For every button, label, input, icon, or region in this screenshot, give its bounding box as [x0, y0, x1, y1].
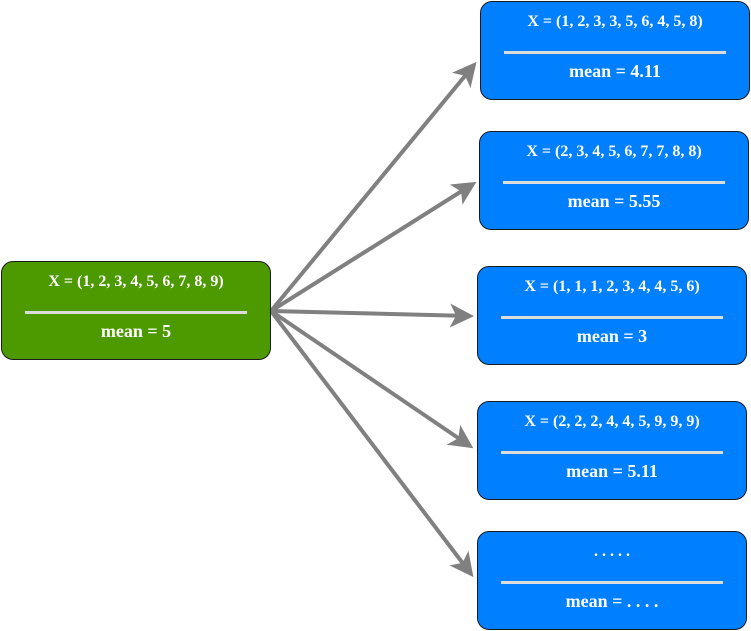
arrow-4 — [269, 309, 474, 449]
sample-title: X = (2, 2, 2, 4, 4, 5, 9, 9, 9) — [524, 413, 700, 430]
arrow-3 — [270, 303, 474, 328]
divider — [501, 316, 723, 319]
sample-mean: mean = 3 — [576, 326, 648, 346]
divider — [501, 451, 723, 454]
divider — [25, 311, 247, 314]
arrow-1 — [269, 61, 477, 313]
sample-mean: mean = . . . . — [565, 591, 659, 611]
sample-mean: mean = 5.55 — [567, 191, 661, 211]
sample-title: X = (1, 1, 1, 2, 3, 4, 4, 5, 6) — [524, 278, 700, 295]
sample-title: X = (2, 3, 4, 5, 6, 7, 7, 8, 8) — [526, 143, 702, 160]
sample-title: . . . . . — [594, 543, 630, 560]
arrow-5 — [269, 309, 474, 578]
arrow-2 — [269, 181, 477, 313]
divider — [503, 181, 725, 184]
sample-node: X = (2, 3, 4, 5, 6, 7, 7, 8, 8) mean = 5… — [479, 131, 749, 230]
sample-title: X = (1, 2, 3, 3, 5, 6, 4, 5, 8) — [527, 13, 703, 30]
source-mean: mean = 5 — [100, 321, 172, 341]
sample-node: X = (1, 1, 1, 2, 3, 4, 4, 5, 6) mean = 3 — [477, 266, 747, 365]
source-title: X = (1, 2, 3, 4, 5, 6, 7, 8, 9) — [48, 273, 224, 290]
sample-mean: mean = 4.11 — [569, 61, 661, 81]
divider — [504, 51, 726, 54]
sample-node: X = (1, 2, 3, 3, 5, 6, 4, 5, 8) mean = 4… — [480, 1, 750, 100]
sample-mean: mean = 5.11 — [566, 461, 658, 481]
divider — [501, 581, 723, 584]
source-node: X = (1, 2, 3, 4, 5, 6, 7, 8, 9) mean = 5 — [1, 261, 271, 360]
sample-node: X = (2, 2, 2, 4, 4, 5, 9, 9, 9) mean = 5… — [477, 401, 747, 500]
sample-node: . . . . . mean = . . . . — [477, 531, 747, 630]
